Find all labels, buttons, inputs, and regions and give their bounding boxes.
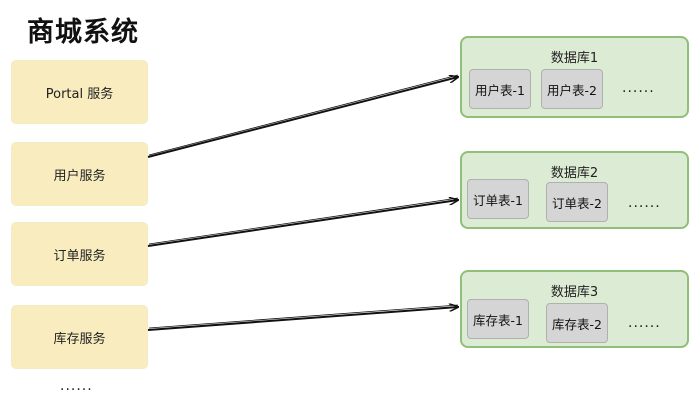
- table-inventory-1[interactable]: 库存表-1: [467, 299, 529, 339]
- services-more-ellipsis: ......: [60, 378, 93, 394]
- database-more-ellipsis: ......: [628, 315, 661, 331]
- service-label: 用户服务: [53, 168, 106, 184]
- page-title: 商城系统: [27, 17, 139, 48]
- database-label: 数据库1: [550, 51, 599, 66]
- database-2[interactable]: 数据库2 订单表-1 订单表-2 ......: [460, 151, 689, 229]
- service-label: 库存服务: [53, 331, 106, 347]
- service-user[interactable]: 用户服务: [12, 143, 147, 205]
- arrow-inventory-to-db3: [147, 305, 458, 331]
- service-order[interactable]: 订单服务: [12, 223, 147, 285]
- table-user-2[interactable]: 用户表-2: [541, 69, 603, 109]
- table-order-2[interactable]: 订单表-2: [546, 182, 608, 222]
- service-label: 订单服务: [53, 248, 106, 264]
- database-more-ellipsis: ......: [628, 195, 661, 211]
- table-order-1[interactable]: 订单表-1: [467, 179, 529, 219]
- database-label: 数据库2: [550, 166, 599, 181]
- arrow-order-to-db2: [147, 198, 458, 247]
- service-label: Portal 服务: [45, 86, 114, 102]
- database-label: 数据库3: [550, 285, 599, 300]
- arrow-user-to-db1: [147, 74, 458, 158]
- table-inventory-2[interactable]: 库存表-2: [546, 303, 608, 343]
- service-portal[interactable]: Portal 服务: [12, 61, 147, 123]
- service-inventory[interactable]: 库存服务: [12, 306, 147, 368]
- table-user-1[interactable]: 用户表-1: [469, 69, 531, 109]
- database-more-ellipsis: ......: [622, 80, 655, 96]
- database-1[interactable]: 数据库1 用户表-1 用户表-2 ......: [460, 36, 689, 118]
- database-3[interactable]: 数据库3 库存表-1 库存表-2 ......: [460, 270, 689, 348]
